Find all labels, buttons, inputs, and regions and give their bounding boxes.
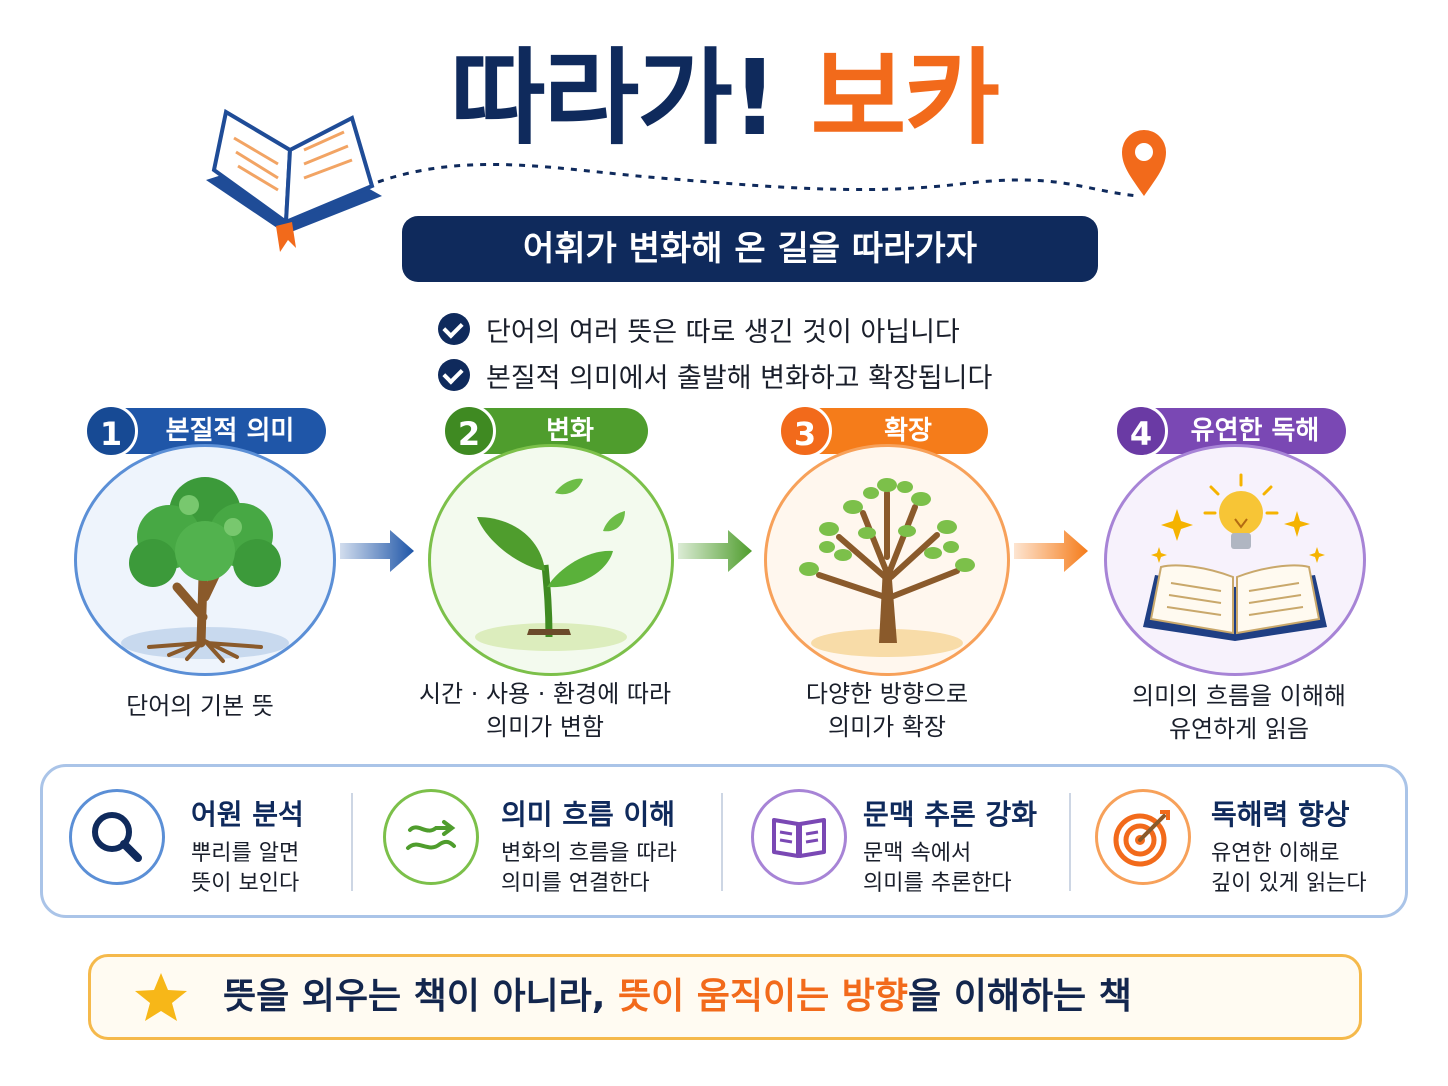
footer-text-after: 을 이해하는 책 [908,976,1132,1017]
star-icon [135,973,187,1021]
step-desc-line: 다양한 방향으로 [805,680,969,708]
check-circle-icon [438,359,470,391]
feature-divider [721,793,723,891]
step-desc-2: 시간 · 사용 · 환경에 따라 의미가 변함 [400,678,690,744]
step-label: 본질적 의미 [165,416,295,446]
feature-item: 어원 분석 뿌리를 알면 뜻이 보인다 [43,767,353,915]
footer-banner: 뜻을 외우는 책이 아니라, 뜻이 움직이는 방향을 이해하는 책 [88,954,1362,1040]
step-number: 4 [1114,404,1168,458]
location-pin-icon [1122,130,1166,196]
step-desc-line: 의미가 확장 [827,713,947,741]
feature-desc: 문맥 속에서 의미를 추론한다 [863,839,1012,899]
step-desc-3: 다양한 방향으로 의미가 확장 [752,678,1022,744]
step-number: 3 [778,404,832,458]
title-part2: 보카 [810,37,1000,159]
check-circle-icon [438,313,470,345]
check-list: 단어의 여러 뜻은 따로 생긴 것이 아닙니다 본질적 의미에서 출발해 변화하… [438,306,1078,398]
feature-icon-circle [751,789,847,885]
step-number: 2 [442,404,496,458]
step-desc-4: 의미의 흐름을 이해해 유연하게 읽음 [1094,680,1384,746]
book-icon [772,818,826,858]
feature-icon-circle [1095,789,1191,885]
header-decoration [206,108,1166,252]
target-icon [1113,810,1170,867]
feature-desc-line: 유연한 이해로 [1211,841,1340,866]
step-circle-1 [74,444,336,676]
step-label: 유연한 독해 [1190,416,1320,446]
arrow-right-icon [678,530,752,572]
feature-desc-line: 문맥 속에서 [863,841,972,866]
check-item: 본질적 의미에서 출발해 변화하고 확장됩니다 [438,352,1078,398]
check-text: 본질적 의미에서 출발해 변화하고 확장됩니다 [486,362,993,394]
arrow-right-icon [340,530,414,572]
footer-text: 뜻을 외우는 책이 아니라, 뜻이 움직이는 방향을 이해하는 책 [223,957,1132,1037]
feature-desc-line: 뜻이 보인다 [191,871,300,896]
feature-desc-line: 변화의 흐름을 따라 [501,841,677,866]
feature-divider [351,793,353,891]
feature-desc: 변화의 흐름을 따라 의미를 연결한다 [501,839,677,899]
step-circle-2 [428,444,674,676]
subtitle-banner: 어휘가 변화해 온 길을 따라가자 [402,216,1098,282]
check-text: 단어의 여러 뜻은 따로 생긴 것이 아닙니다 [486,316,960,348]
feature-item: 의미 흐름 이해 변화의 흐름을 따라 의미를 연결한다 [353,767,721,915]
feature-desc: 뿌리를 알면 뜻이 보인다 [191,839,299,899]
dotted-path [377,162,1139,198]
step-desc-line: 유연하게 읽음 [1168,715,1310,743]
features-panel: 어원 분석 뿌리를 알면 뜻이 보인다 의미 흐름 이해 변화의 흐름을 따라 … [40,764,1408,918]
step-desc-line: 단어의 기본 뜻 [126,692,274,720]
feature-icon-circle [69,789,165,885]
feature-title: 의미 흐름 이해 [501,798,676,831]
step-pill-1: 1 본질적 의미 [84,404,326,458]
step-desc-line: 시간 · 사용 · 환경에 따라 [418,680,672,708]
sparkle-icon [1151,509,1325,563]
feature-divider [1069,793,1071,891]
feature-desc-line: 뿌리를 알면 [191,841,300,866]
lightbulb-icon [1203,473,1279,549]
step-desc-line: 의미가 변함 [485,713,605,741]
sprout-icon [475,478,627,651]
step-label: 변화 [546,416,594,446]
step-circle-3 [764,444,1010,676]
feature-icon-circle [383,789,479,885]
open-book-lightbulb-icon [1143,473,1327,641]
step-label: 확장 [884,416,932,446]
page-title: 따라가! 보카 [0,28,1448,168]
feature-title: 어원 분석 [191,798,304,831]
tree-roots-icon [121,477,289,663]
arrow-right-icon [1014,530,1088,572]
footer-highlight: 뜻이 움직이는 방향 [618,976,909,1017]
feature-title: 문맥 추론 강화 [863,798,1038,831]
feature-desc-line: 의미를 추론한다 [863,871,1012,896]
step-desc-line: 의미의 흐름을 이해해 [1132,682,1346,710]
footer-text-before: 뜻을 외우는 책이 아니라, [223,976,619,1017]
feature-item: 독해력 향상 유연한 이해로 깊이 있게 읽는다 [1071,767,1405,915]
step-circle-4 [1104,444,1366,676]
magnifier-icon [92,812,142,862]
step-desc-1: 단어의 기본 뜻 [80,690,320,723]
feature-desc-line: 의미를 연결한다 [501,871,650,896]
feature-desc-line: 깊이 있게 읽는다 [1211,871,1367,896]
flow-arrow-icon [406,820,456,850]
spreading-tree-icon [799,478,975,657]
step-number: 1 [84,404,138,458]
check-item: 단어의 여러 뜻은 따로 생긴 것이 아닙니다 [438,306,1078,352]
feature-item: 문맥 추론 강화 문맥 속에서 의미를 추론한다 [723,767,1069,915]
open-book-icon [206,108,382,252]
feature-desc: 유연한 이해로 깊이 있게 읽는다 [1211,839,1367,899]
title-part1: 따라가! [449,37,778,159]
feature-title: 독해력 향상 [1211,798,1350,831]
